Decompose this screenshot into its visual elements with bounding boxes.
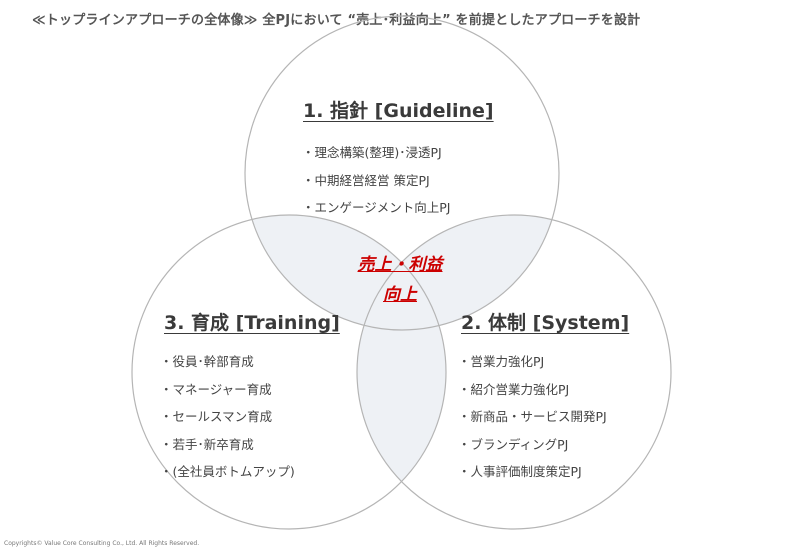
list-item: セールスマン育成 xyxy=(160,407,295,435)
list-item: 営業力強化PJ xyxy=(458,352,607,380)
list-item: ブランディングPJ xyxy=(458,435,607,463)
system-list: 営業力強化PJ 紹介営業力強化PJ 新商品・サービス開発PJ ブランディングPJ… xyxy=(458,352,607,490)
copyright-notice: Copyrights© Value Core Consulting Co., L… xyxy=(4,540,200,547)
list-item: 若手･新卒育成 xyxy=(160,435,295,463)
list-item: 中期経営経営 策定PJ xyxy=(302,171,451,199)
list-item: 新商品・サービス開発PJ xyxy=(458,407,607,435)
center-goal-line2: 向上 xyxy=(383,285,417,305)
training-heading: 3. 育成 [Training] xyxy=(164,312,340,334)
guideline-heading: 1. 指針 [Guideline] xyxy=(303,100,494,122)
list-item: 理念構築(整理)･浸透PJ xyxy=(302,143,451,171)
circle-training xyxy=(131,214,447,530)
circle-guideline xyxy=(244,15,560,331)
guideline-list: 理念構築(整理)･浸透PJ 中期経営経営 策定PJ エンゲージメント向上PJ xyxy=(302,143,451,226)
list-item: 役員･幹部育成 xyxy=(160,352,295,380)
circle-system xyxy=(356,214,672,530)
list-item: 紹介営業力強化PJ xyxy=(458,380,607,408)
center-goal-line1: 売上・利益 xyxy=(357,255,443,275)
center-goal: 売上・利益 向上 xyxy=(335,250,465,310)
system-heading: 2. 体制 [System] xyxy=(461,312,630,334)
page-title: ≪トップラインアプローチの全体像≫ 全PJにおいて “売上･利益向上” を前提と… xyxy=(32,13,641,28)
list-item: エンゲージメント向上PJ xyxy=(302,198,451,226)
list-item: (全社員ボトムアップ) xyxy=(160,462,295,490)
training-list: 役員･幹部育成 マネージャー育成 セールスマン育成 若手･新卒育成 (全社員ボト… xyxy=(160,352,295,490)
list-item: 人事評価制度策定PJ xyxy=(458,462,607,490)
list-item: マネージャー育成 xyxy=(160,380,295,408)
